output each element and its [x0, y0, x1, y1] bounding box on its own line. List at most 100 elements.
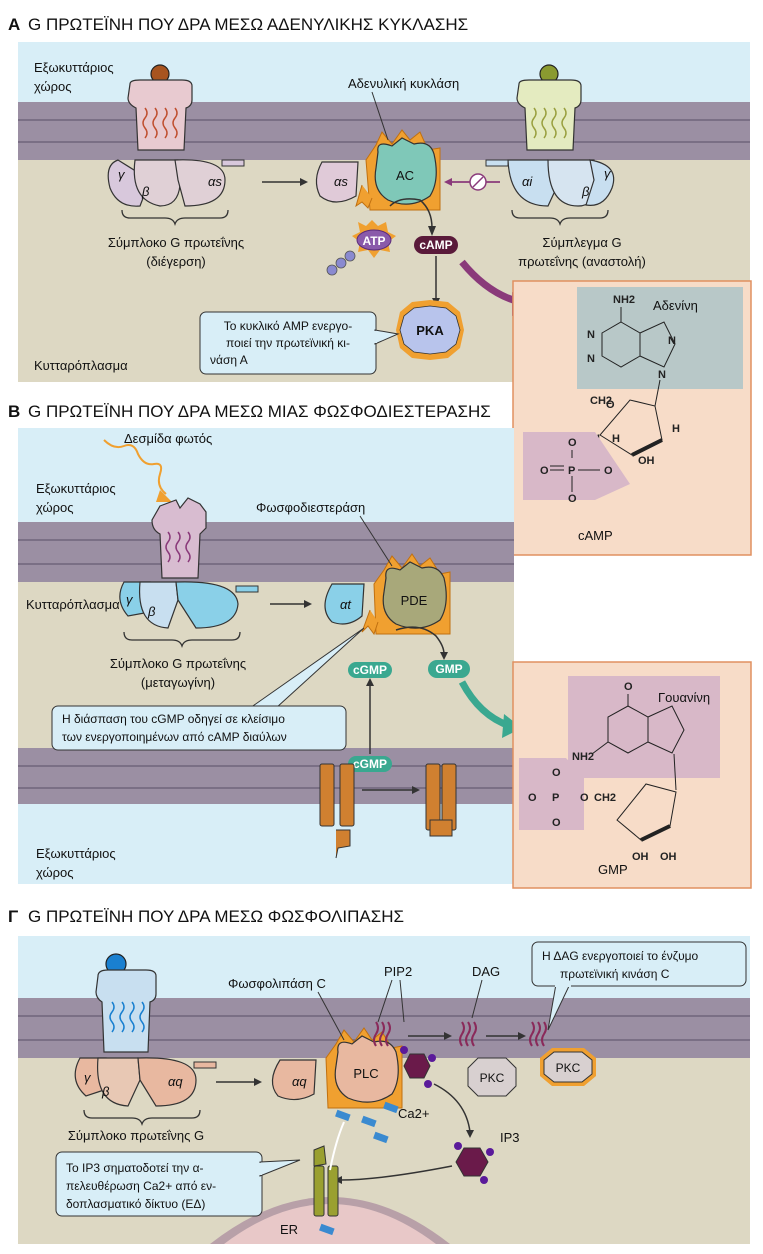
svg-text:P: P — [552, 792, 559, 804]
svg-text:NH2: NH2 — [613, 294, 635, 306]
note-dag: Η ΔAG ενεργοποιεί το ένζυμο πρωτεϊνική κ… — [531, 941, 747, 1031]
svg-text:χώρος: χώρος — [36, 500, 74, 515]
svg-text:N: N — [587, 353, 595, 365]
alpha-q-subunit — [271, 1059, 317, 1101]
open-channel — [319, 763, 355, 859]
panel-a-title: G ΠΡΩΤΕΪΝΗ ΠΟΥ ΔΡΑ ΜΕΣΩ ΑΔΕΝΥΛΙΚΗΣ ΚΥΚΛΑ… — [28, 15, 468, 34]
gmp-pill: GMP — [428, 660, 470, 678]
svg-text:O: O — [606, 399, 615, 411]
panel-c-title: G ΠΡΩΤΕΪΝΗ ΠΟΥ ΔΡΑ ΜΕΣΩ ΦΩΣΦΟΛΙΠΑΣΗΣ — [28, 907, 404, 926]
svg-text:(μεταγωγίνη): (μεταγωγίνη) — [141, 675, 215, 690]
svg-text:Β: Β — [8, 402, 20, 421]
svg-text:β: β — [101, 1084, 110, 1099]
svg-text:β: β — [141, 184, 150, 199]
svg-text:N: N — [658, 369, 666, 381]
svg-text:AC: AC — [396, 168, 414, 183]
svg-text:αs: αs — [334, 174, 348, 189]
svg-text:β: β — [147, 604, 156, 619]
atp-molecule: ATP — [326, 220, 396, 276]
svg-text:ATP: ATP — [362, 234, 385, 248]
svg-text:γ: γ — [118, 167, 126, 182]
svg-text:αt: αt — [340, 597, 352, 612]
calcium-label: Ca2+ — [398, 1106, 429, 1121]
panel-b-title: G ΠΡΩΤΕΪΝΗ ΠΟΥ ΔΡΑ ΜΕΣΩ ΜΙΑΣ ΦΩΣΦΟΔΙΕΣΤΕ… — [28, 402, 491, 421]
svg-text:χώρος: χώρος — [36, 865, 74, 880]
svg-text:OH: OH — [660, 851, 677, 863]
svg-text:O: O — [624, 681, 633, 693]
stimulatory-receptor: γ β αs — [107, 64, 245, 207]
svg-text:O: O — [580, 792, 589, 804]
svg-text:Γουανίνη: Γουανίνη — [658, 690, 710, 705]
adenylyl-cyclase: AC — [365, 129, 441, 211]
svg-text:OH: OH — [638, 455, 655, 467]
svg-text:NH2: NH2 — [572, 751, 594, 763]
pde-label: Φωσφοδιεστεράση — [256, 500, 365, 515]
camp-label-pill: cAMP — [414, 236, 458, 254]
svg-text:N: N — [668, 335, 676, 347]
svg-text:Το κυκλικό AMP ενεργο-: Το κυκλικό AMP ενεργο- — [224, 319, 352, 333]
svg-text:Σύμπλοκο πρωτεΐνης G: Σύμπλοκο πρωτεΐνης G — [68, 1128, 204, 1143]
phospholipase-c: PLC — [325, 1027, 403, 1109]
svg-text:δοπλασματικό δίκτυο (ΕΔ): δοπλασματικό δίκτυο (ΕΔ) — [66, 1197, 205, 1211]
svg-text:Σύμπλεγμα G: Σύμπλεγμα G — [542, 235, 621, 250]
panel-c: Γ G ΠΡΩΤΕΪΝΗ ΠΟΥ ΔΡΑ ΜΕΣΩ ΦΩΣΦΟΛΙΠΑΣΗΣ E… — [8, 907, 750, 1244]
svg-text:ποιεί την πρωτεϊνική κι-: ποιεί την πρωτεϊνική κι- — [226, 336, 350, 350]
dag-label: DAG — [472, 964, 500, 979]
camp-inset-name: cAMP — [578, 528, 613, 543]
panel-a-letter: Α — [8, 15, 20, 34]
svg-text:O: O — [568, 437, 577, 449]
svg-text:Η διάσπαση του cGMP οδηγεί σε: Η διάσπαση του cGMP οδηγεί σε κλείσιμο — [62, 712, 285, 726]
svg-text:πρωτεΐνης (αναστολή): πρωτεΐνης (αναστολή) — [518, 254, 646, 269]
svg-text:Το IP3 σηματοδοτεί την α-: Το IP3 σηματοδοτεί την α- — [66, 1161, 204, 1175]
cytoplasm-label: Κυτταρόπλασμα — [34, 358, 128, 373]
pip2-label: PIP2 — [384, 964, 412, 979]
svg-text:(διέγερση): (διέγερση) — [146, 254, 206, 269]
svg-text:Σύμπλοκο G πρωτεΐνης: Σύμπλοκο G πρωτεΐνης — [110, 656, 246, 671]
svg-text:Αδενίνη: Αδενίνη — [653, 298, 698, 313]
er-label: ER — [280, 1222, 298, 1237]
svg-text:O: O — [528, 792, 537, 804]
svg-text:PDE: PDE — [401, 593, 428, 608]
svg-text:β: β — [581, 184, 590, 199]
cgmp-pill-2: cGMP — [348, 756, 392, 772]
extracellular-label: Εξωκυττάριος — [34, 60, 114, 75]
svg-text:γ: γ — [84, 1070, 92, 1085]
svg-text:GMP: GMP — [435, 662, 462, 676]
svg-text:αq: αq — [292, 1074, 307, 1089]
svg-text:γ: γ — [126, 592, 134, 607]
note-camp: Το κυκλικό AMP ενεργο- ποιεί την πρωτεϊν… — [199, 311, 400, 375]
svg-text:Γ: Γ — [8, 907, 18, 926]
pip2-lipids — [373, 1021, 436, 1088]
svg-text:Εξωκυττάριος: Εξωκυττάριος — [36, 481, 116, 496]
rhodopsin-receptor: γ β — [119, 497, 259, 629]
phosphodiesterase: PDE — [373, 553, 451, 635]
svg-text:γ: γ — [604, 166, 612, 181]
ca-ions — [319, 1101, 399, 1236]
light-ray — [103, 439, 167, 495]
light-label: Δεσμίδα φωτός — [124, 431, 212, 446]
gq-receptor: γ β αq — [74, 953, 217, 1107]
svg-text:αi: αi — [522, 174, 533, 189]
svg-text:χώρος: χώρος — [34, 79, 72, 94]
svg-text:P: P — [568, 465, 575, 477]
svg-text:CH2: CH2 — [590, 395, 612, 407]
svg-text:αs: αs — [208, 174, 222, 189]
cgmp-pill-1: cGMP — [348, 662, 392, 678]
svg-text:Εξωκυττάριος: Εξωκυττάριος — [36, 846, 116, 861]
svg-text:νάση Α: νάση Α — [210, 353, 248, 367]
pka-enzyme: PKA — [396, 300, 464, 360]
svg-text:N: N — [587, 329, 595, 341]
svg-text:cGMP: cGMP — [353, 757, 387, 771]
svg-text:O: O — [552, 767, 561, 779]
adenylyl-cyclase-label: Αδενυλική κυκλάση — [348, 76, 459, 91]
note-ip3: Το IP3 σηματοδοτεί την α- πελευθέρωση Ca… — [55, 1151, 301, 1217]
svg-text:O: O — [568, 493, 577, 505]
plc-label: Φωσφολιπάση C — [228, 976, 326, 991]
ip3-label: IP3 — [500, 1130, 520, 1145]
svg-text:Σύμπλοκο G πρωτεΐνης: Σύμπλοκο G πρωτεΐνης — [108, 235, 244, 250]
svg-text:O: O — [604, 465, 613, 477]
svg-text:Κυτταρόπλασμα: Κυτταρόπλασμα — [26, 597, 120, 612]
svg-text:Η ΔAG ενεργοποιεί το ένζυμο: Η ΔAG ενεργοποιεί το ένζυμο — [542, 949, 699, 963]
